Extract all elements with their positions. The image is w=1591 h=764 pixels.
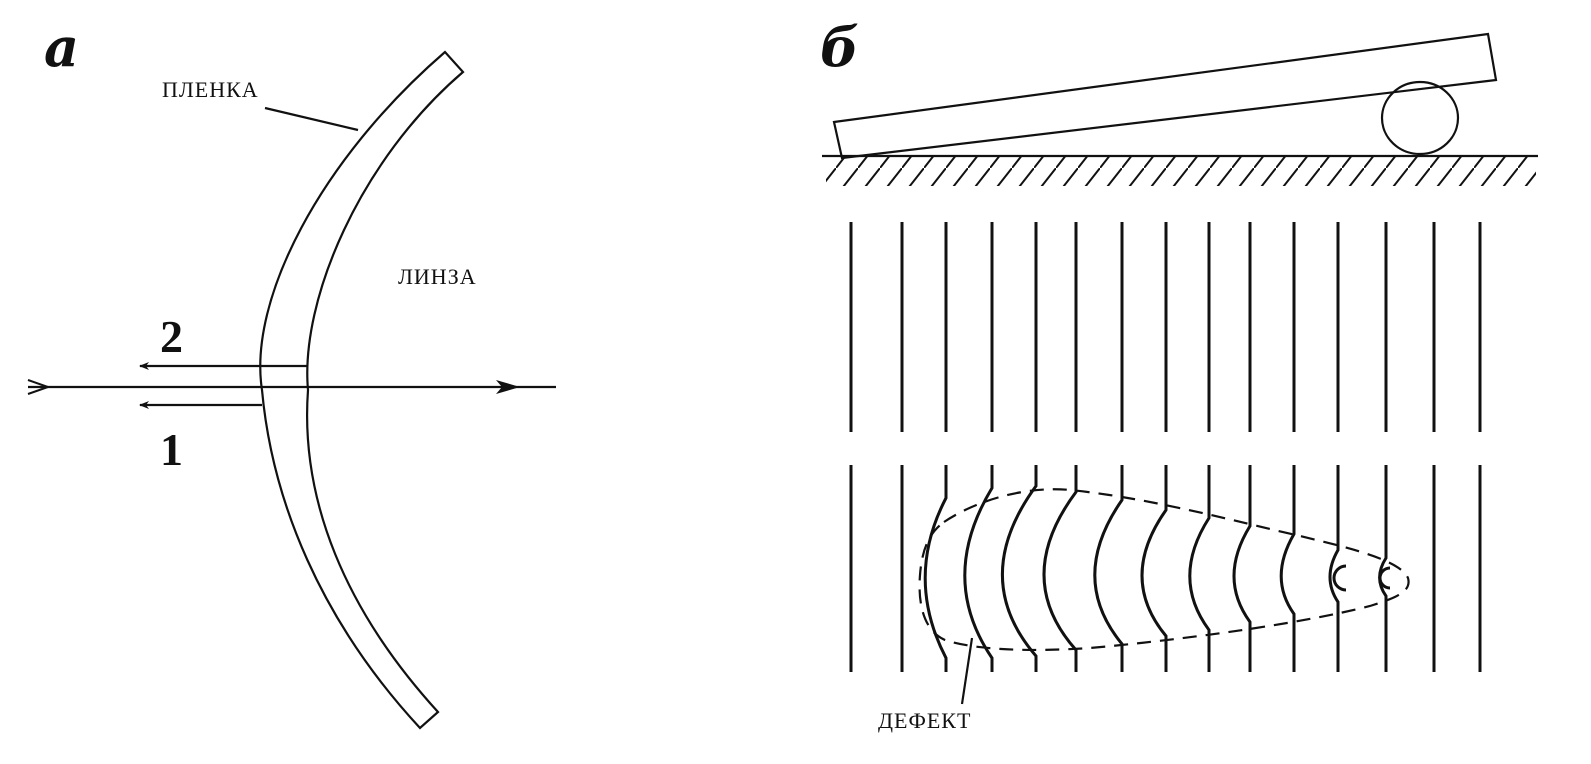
panel-a-label: а xyxy=(44,15,79,79)
defect-fringe-line xyxy=(1093,465,1124,672)
defect-fringe-line xyxy=(1001,465,1038,672)
ray-2-label: 2 xyxy=(160,311,183,362)
defect-fringes xyxy=(849,465,1482,672)
defect-label: ДЕФЕКТ xyxy=(878,708,971,733)
panel-a: а ПЛЕНКА ЛИНЗА 2 1 xyxy=(27,15,556,730)
panel-b: б ДЕФЕКТ xyxy=(820,15,1538,733)
film-label: ПЛЕНКА xyxy=(162,77,259,102)
incident-ray-tail-arrow xyxy=(27,379,52,395)
defect-fringe-line xyxy=(923,465,948,672)
panel-b-label: б xyxy=(820,15,859,79)
film-band xyxy=(259,50,465,730)
defect-outline xyxy=(918,488,1410,652)
defect-fringe-line xyxy=(1042,465,1078,672)
defect-fringe-line xyxy=(1279,465,1296,672)
ideal-fringes xyxy=(849,222,1482,432)
transmitted-ray-arrow xyxy=(496,380,520,394)
ray-1-label: 1 xyxy=(160,424,183,475)
film-leader-line xyxy=(264,106,359,132)
defect-fringe-arc xyxy=(1378,566,1391,590)
defect-fringe-line xyxy=(1328,465,1340,672)
defect-fringe-arc xyxy=(1332,564,1347,592)
defect-leader-line xyxy=(960,637,974,705)
defect-fringe-line xyxy=(1232,465,1252,672)
lens-label: ЛИНЗА xyxy=(398,264,477,289)
defect-fringe-line xyxy=(1188,465,1211,672)
defect-fringe-line xyxy=(963,465,994,672)
tilted-plate xyxy=(832,32,1498,160)
base-hatching xyxy=(826,156,1536,186)
defect-fringe-line xyxy=(1140,465,1168,672)
spacer xyxy=(1380,80,1460,156)
